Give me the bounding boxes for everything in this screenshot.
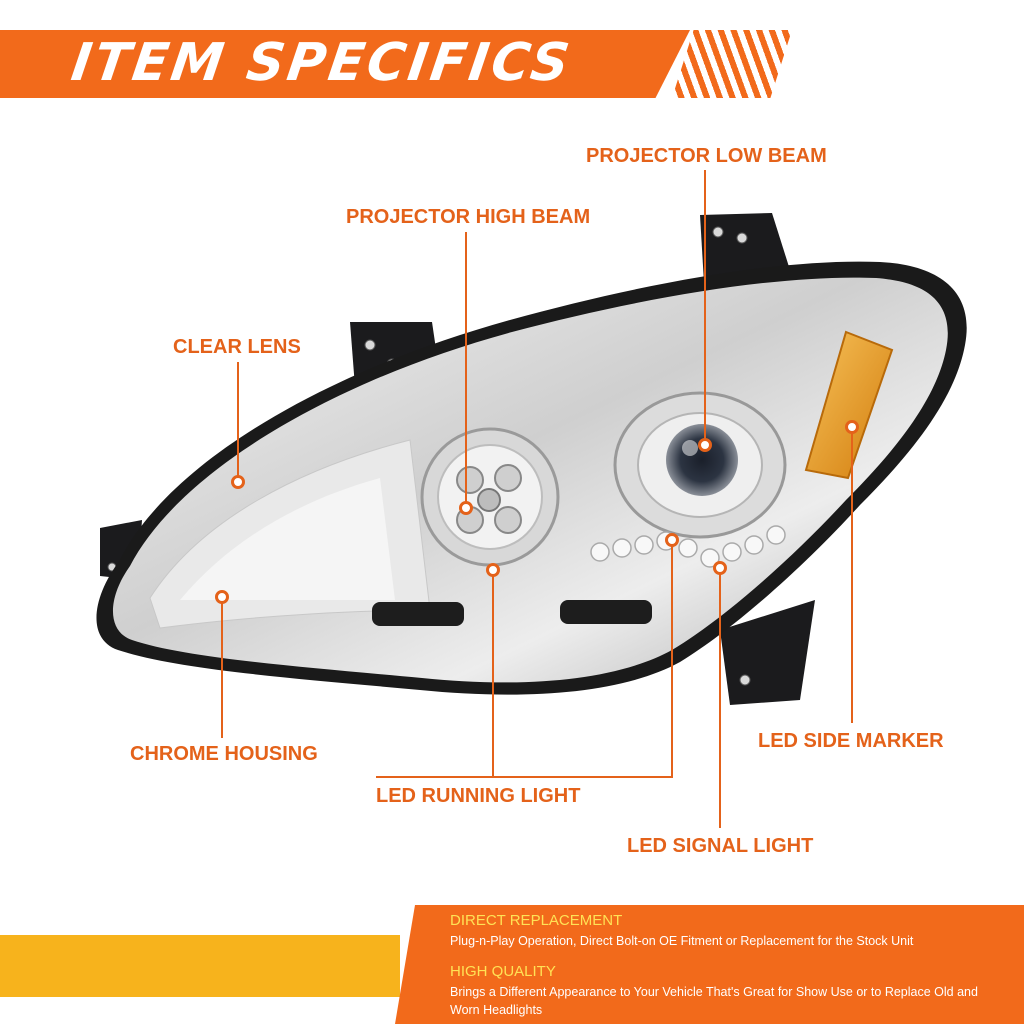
leader-dots	[215, 420, 859, 604]
feature-text-direct-replacement: Plug-n-Play Operation, Direct Bolt-on OE…	[450, 934, 914, 948]
feature-text-high-quality: Brings a Different Appearance to Your Ve…	[450, 985, 978, 1017]
label-led-signal-light: LED SIGNAL LIGHT	[627, 835, 814, 857]
projector-low-beam	[613, 391, 787, 539]
footer-feature-panel	[395, 905, 1024, 1024]
feature-heading-direct-replacement: DIRECT REPLACEMENT	[450, 912, 623, 929]
leader-lines	[221, 170, 853, 828]
label-projector-low-beam: PROJECTOR LOW BEAM	[586, 145, 827, 167]
projector-high-beam	[420, 427, 560, 567]
feature-heading-high-quality: HIGH QUALITY	[450, 963, 556, 980]
footer-yellow-bar	[0, 935, 400, 997]
label-chrome-housing: CHROME HOUSING	[130, 743, 318, 765]
amber-side-marker	[804, 330, 894, 480]
led-running-strip	[590, 525, 786, 568]
title-banner	[0, 30, 690, 98]
banner-stripes	[672, 30, 792, 98]
label-led-side-marker: LED SIDE MARKER	[758, 730, 944, 752]
label-projector-high-beam: PROJECTOR HIGH BEAM	[346, 206, 591, 228]
label-led-running-light: LED RUNNING LIGHT	[376, 785, 581, 807]
label-clear-lens: CLEAR LENS	[173, 336, 301, 358]
